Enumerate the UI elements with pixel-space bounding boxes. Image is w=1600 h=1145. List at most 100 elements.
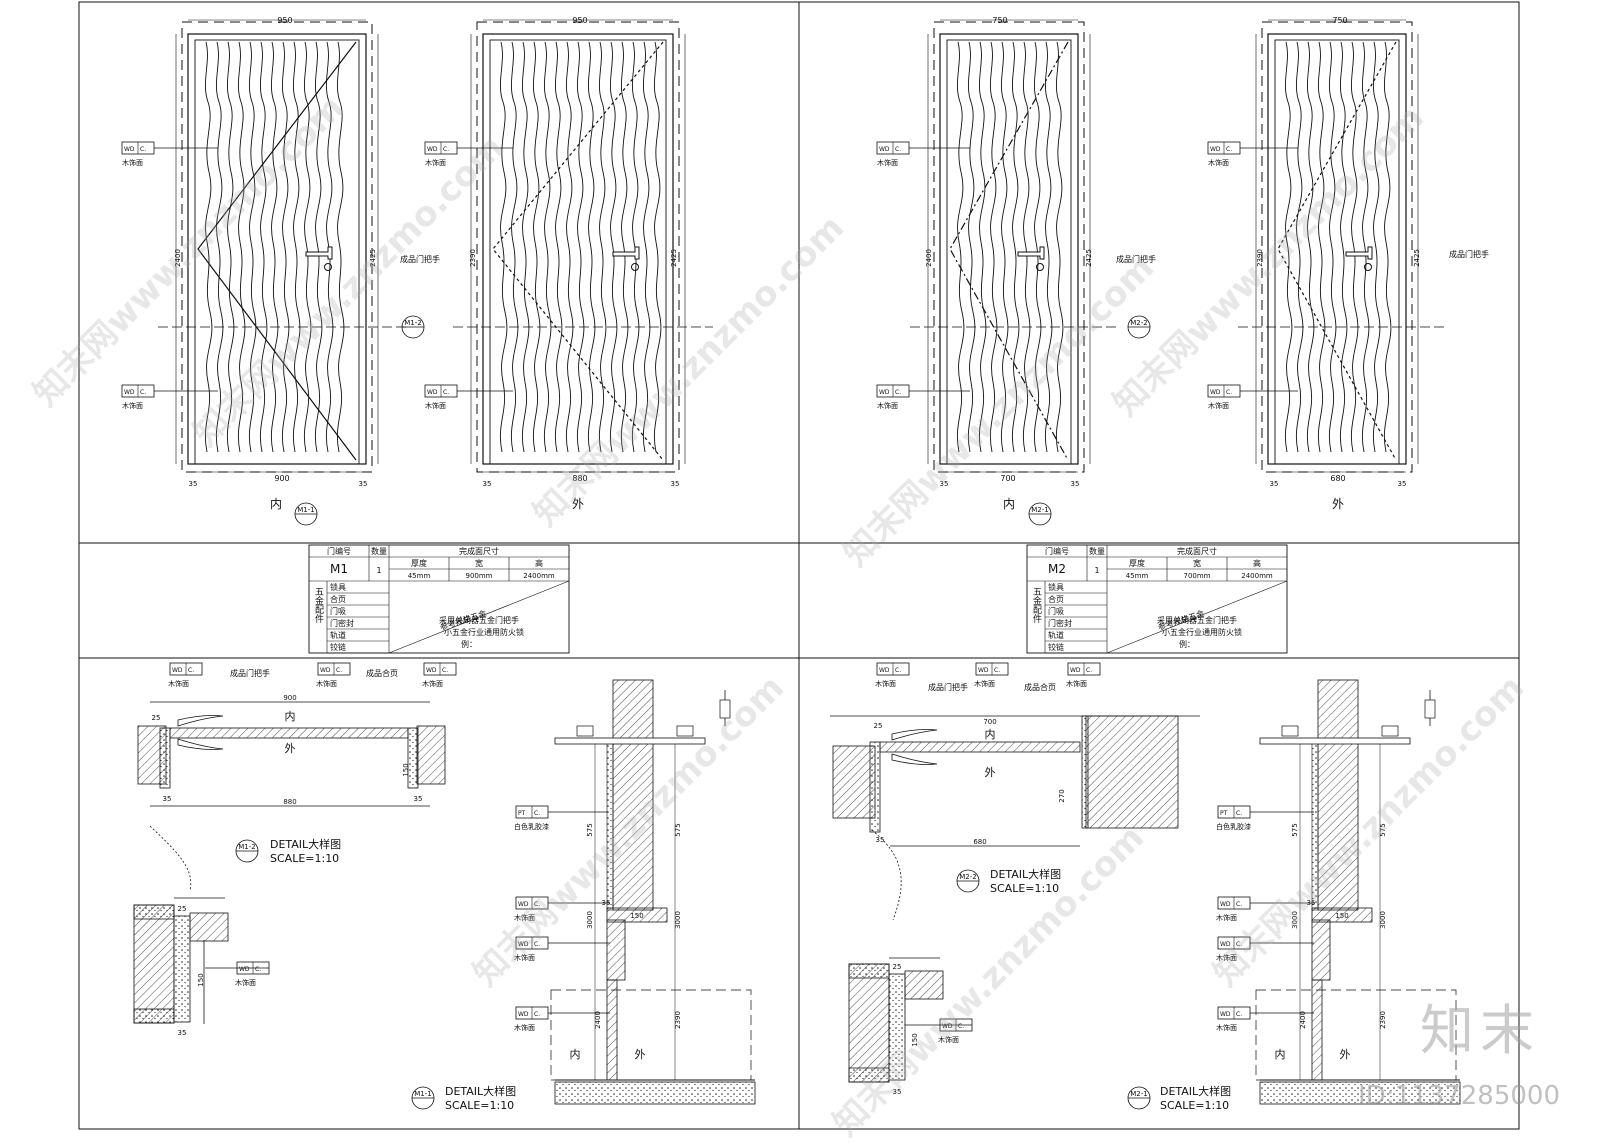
dim-2390: 2390 [1379, 1011, 1387, 1029]
elevation-m1-outside [453, 19, 713, 473]
detail-title-m1-2 [235, 839, 259, 863]
tag-material-label: 木饰面 [514, 1023, 535, 1032]
tag-material-label: 木饰面 [1208, 401, 1229, 410]
dim-m1-width-out: 950 [572, 16, 587, 25]
plan-m1-small: 25 [152, 714, 161, 722]
wood-grain-line [554, 41, 563, 453]
wood-grain-line [1011, 41, 1020, 453]
wood-grain-line [1317, 41, 1326, 453]
table-hardware-row: 轨道 [330, 630, 346, 640]
detail-m2-1-id: M2-1 [1130, 1090, 1147, 1098]
dim-m2-h-in: 2400 [925, 249, 933, 267]
table-header-door-no: 门编号 [1045, 546, 1069, 556]
tag-code: WD [320, 667, 331, 674]
dim-m1-h-out: 2390 [469, 249, 477, 267]
wood-grain-line [978, 41, 987, 453]
plan-m1-handle: 成品门把手 [230, 668, 270, 678]
table-header-thick: 厚度 [411, 558, 427, 568]
table-header-qty: 数量 [1089, 546, 1105, 556]
tag-material-label: 木饰面 [425, 401, 446, 410]
dim-575: 575 [674, 823, 682, 836]
dim-2400: 2400 [594, 1011, 602, 1029]
table-header-door-no: 门编号 [327, 546, 351, 556]
watermark-id: ID:1137285000 [1358, 1081, 1560, 1111]
table-outline [308, 544, 570, 654]
table-note: 例： [461, 639, 477, 649]
tag-material-label: 木饰面 [235, 978, 256, 987]
detail-m2-2-id: M2-2 [959, 873, 976, 881]
swing-line [949, 41, 1069, 461]
wood-grain-line [1284, 41, 1293, 453]
concrete-column [1317, 679, 1359, 911]
wood-grain-line [226, 41, 235, 453]
plan-m1-outside: 外 [285, 742, 296, 755]
tag-material-label: 木饰面 [425, 158, 446, 167]
section-bubble-m2 [1127, 315, 1151, 339]
tag-material-label: 木饰面 [877, 158, 898, 167]
bubble-m1-1: M1-1 [297, 506, 314, 514]
section-outside: 外 [1340, 1048, 1351, 1061]
tag-number: C. [534, 901, 540, 908]
enlarge-m2-top: 25 [893, 963, 902, 971]
wood-grain-line [1055, 41, 1064, 453]
wood-grain-line [1328, 41, 1337, 453]
elevation-m1-inside [158, 19, 406, 473]
tag-number: C. [534, 941, 540, 948]
wood-grain-line [292, 41, 301, 453]
tag-code: WD [124, 389, 135, 396]
tag-number: C. [255, 966, 261, 973]
detail-scale: SCALE=1:10 [445, 1099, 514, 1112]
tag-number: C. [1226, 146, 1232, 153]
wood-grain-line [642, 41, 651, 453]
caption-outside: 外 [1332, 497, 1344, 511]
hanger-bracket [676, 725, 694, 737]
door-head [1311, 907, 1373, 923]
floor-slab [1259, 1081, 1461, 1105]
dim-3000: 3000 [586, 911, 594, 929]
wood-grain-line [532, 41, 541, 453]
table-hardware-row: 轨道 [1048, 630, 1064, 640]
table-note: 采用关闭器五金门把手 [439, 615, 519, 625]
table-header-width: 宽 [1193, 558, 1201, 568]
enlarged-jamb-m1 [133, 825, 229, 1024]
dim-m2-width: 750 [992, 16, 1007, 25]
tag-code: WD [879, 389, 890, 396]
wood-grain-line [565, 41, 574, 453]
wood-grain-line [499, 41, 508, 453]
table-hardware-row: 合页 [330, 594, 346, 604]
tag-number: C. [958, 1023, 964, 1030]
caption-inside: 内 [270, 497, 282, 511]
tag-code: WD [427, 146, 438, 153]
wood-grain-line [314, 41, 323, 453]
plan-m2-outside: 外 [985, 766, 996, 779]
swing-line [1277, 41, 1397, 461]
wood-grain-line [521, 41, 530, 453]
dim-3000: 3000 [1379, 911, 1387, 929]
wood-grain-line [1306, 41, 1315, 453]
table-note: 小五金行业通用防火锁 [444, 627, 524, 637]
hanger-bracket [1281, 725, 1299, 737]
tag-material-label: 木饰面 [938, 1035, 959, 1044]
suspension-clip [1424, 699, 1436, 719]
table-header-thick: 厚度 [1129, 558, 1145, 568]
door-handle [1017, 246, 1045, 260]
door-leaf [194, 39, 360, 465]
wood-grain-line [237, 41, 246, 453]
wood-grain-line [543, 41, 552, 453]
caption-outside: 外 [572, 497, 584, 511]
tag-number: C. [188, 667, 194, 674]
table-header-size: 完成面尺寸 [1177, 546, 1217, 556]
tag-code: WD [1210, 389, 1221, 396]
door-leaf-section [606, 979, 618, 1081]
enlarge-m2-bot: 35 [893, 1088, 902, 1096]
tag-material-label: 木饰面 [1216, 913, 1237, 922]
enlarge-m1-mid: 150 [197, 973, 205, 986]
tag-number: C. [1236, 901, 1242, 908]
plan-m1-inside: 内 [285, 709, 296, 723]
plan-m2-hinge: 成品合页 [1024, 682, 1056, 692]
tag-number: C. [895, 389, 901, 396]
wood-grain-line [598, 41, 607, 453]
